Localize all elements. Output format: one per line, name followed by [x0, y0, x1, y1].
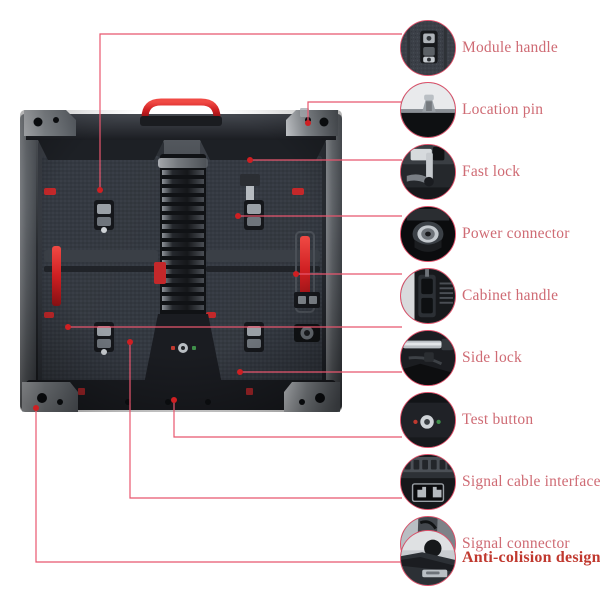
callout-label-signal-connector: Signal connector [462, 535, 570, 552]
callout-label-fast-lock: Fast lock [462, 163, 521, 180]
cabinet-handle-thumb[interactable] [400, 268, 456, 324]
fast-lock-thumb[interactable] [400, 144, 456, 200]
location-pin-thumb[interactable] [400, 82, 456, 138]
callout-label-anti-colision-design: Anti-colision design [462, 549, 600, 566]
signal-cable-interface-thumb[interactable] [400, 454, 456, 510]
callout-label-signal-cable-interface: Signal cable interface [462, 473, 600, 490]
test-button-thumb[interactable] [400, 392, 456, 448]
callout-label-power-connector: Power connector [462, 225, 570, 242]
product-image-led-cabinet [8, 96, 354, 426]
callout-label-location-pin: Location pin [462, 101, 544, 118]
callout-label-cabinet-handle: Cabinet handle [462, 287, 559, 304]
power-connector-thumb[interactable] [400, 206, 456, 262]
side-lock-thumb[interactable] [400, 330, 456, 386]
callout-label-side-lock: Side lock [462, 349, 522, 366]
callout-label-module-handle: Module handle [462, 39, 559, 56]
anti-colision-design-thumb[interactable] [400, 530, 456, 586]
module-handle-thumb[interactable] [400, 20, 456, 76]
callout-label-test-button: Test button [462, 411, 534, 428]
